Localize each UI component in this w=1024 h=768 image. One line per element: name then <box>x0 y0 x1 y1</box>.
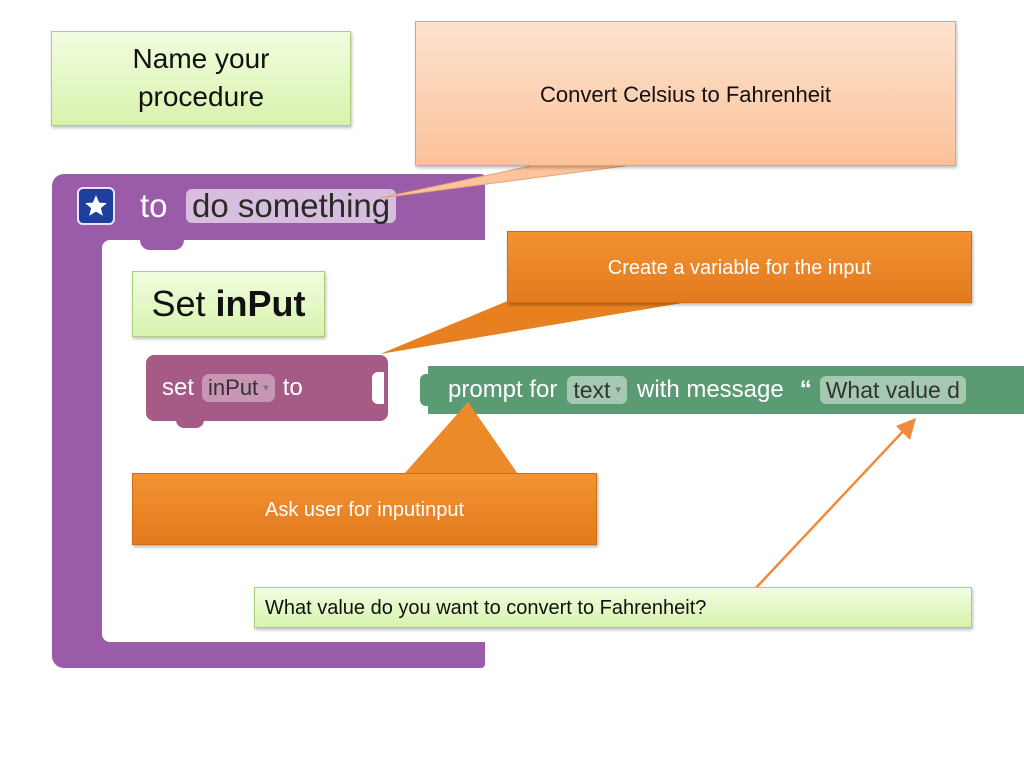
prompt-type-value: text <box>573 377 611 403</box>
callout-create-variable-tail <box>380 300 700 354</box>
procedure-name-field[interactable]: do something <box>186 189 397 223</box>
callout-ask-user-tail <box>404 402 518 474</box>
prompt-type-dropdown[interactable]: text ▾ <box>567 376 627 404</box>
arrow-to-message <box>753 418 916 591</box>
star-icon <box>85 195 107 216</box>
message-text-field[interactable]: What value d <box>819 376 966 404</box>
callout-name-procedure-text: Name your procedure <box>132 43 270 112</box>
procedure-keyword: to <box>140 187 168 224</box>
procedure-notch <box>140 238 184 250</box>
callout-ask-user: Ask user for inputinput <box>132 473 597 545</box>
callout-ask-user-text: Ask user for inputinput <box>265 499 464 521</box>
variable-name: inPut <box>208 375 259 400</box>
callout-name-procedure: Name your procedure <box>51 31 351 126</box>
set-keyword: set <box>162 374 195 401</box>
variable-dropdown[interactable]: inPut ▾ <box>202 374 275 402</box>
dropdown-arrow-icon: ▾ <box>263 382 269 394</box>
prompt-block-plug <box>420 374 430 406</box>
procedure-star-icon[interactable] <box>77 187 115 225</box>
callout-convert-title-text: Convert Celsius to Fahrenheit <box>539 82 832 107</box>
callout-message-text-value: What value do you want to convert to Fah… <box>265 597 707 619</box>
callout-set-input: Set inPut <box>132 271 325 337</box>
set-variable-block[interactable]: set inPut ▾ to <box>146 355 388 421</box>
callout-convert-title: Convert Celsius to Fahrenheit <box>415 21 956 166</box>
quote-icon: “ <box>799 376 812 403</box>
set-block-tab <box>176 418 204 428</box>
dropdown-arrow-icon: ▾ <box>615 384 621 396</box>
callout-create-variable-text: Create a variable for the input <box>607 257 872 279</box>
callout-message-text: What value do you want to convert to Fah… <box>254 587 972 628</box>
prompt-block[interactable]: prompt for text ▾ with message “ What va… <box>428 366 1024 414</box>
callout-set-input-bold: inPut <box>215 283 306 324</box>
set-to-keyword: to <box>282 374 303 401</box>
set-block-socket <box>372 372 384 404</box>
callout-create-variable: Create a variable for the input <box>507 231 972 303</box>
with-message-label: with message <box>636 376 784 403</box>
prompt-for-label: prompt for <box>448 376 558 403</box>
callout-set-input-prefix: Set <box>151 283 206 324</box>
